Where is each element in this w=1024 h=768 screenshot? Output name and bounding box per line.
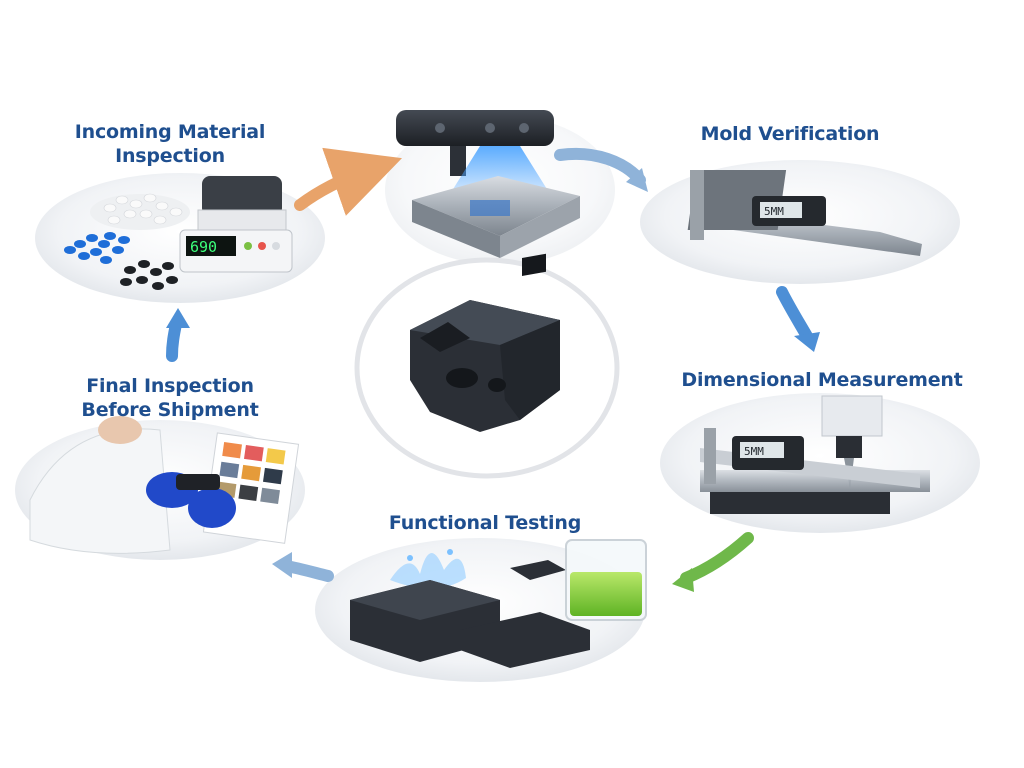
arrow-incoming-to-mold [294,147,403,216]
beaker-icon [565,539,647,621]
caliper-readout-top: 5MM [764,205,784,218]
stage-label-line: Incoming Material [74,121,266,143]
caliper-icon: 5MM [687,170,922,256]
molded-part-icon [410,253,560,432]
scale-icon: 690 [179,176,293,273]
stage-label-line: Mold Verification [700,123,880,145]
arrow-head-incoming [166,308,190,328]
stage-label-line: Functional Testing [388,512,582,534]
scale-readout: 690 [190,238,217,256]
arrow-head-functional [672,568,694,592]
pellets-icon [64,193,190,290]
stage-label-mold-verification: Mold Verification [680,122,900,146]
arrow-head-final [272,552,292,578]
arrow-head-mold [626,168,648,192]
stage-label-line: Dimensional Measurement [681,369,963,391]
stage-label-incoming-material-inspection: Incoming Material Inspection [60,120,280,168]
arrow-functional-to-final [280,560,334,582]
arrow-dimensional-to-functional [680,532,754,584]
gloved-hands-icon [146,472,236,528]
caliper-icon-2: 5MM [700,428,920,488]
inspector-icon [29,416,171,554]
stage-label-final-inspection: Final Inspection Before Shipment [55,374,285,422]
arrow-verification-to-dimensional [776,286,814,344]
arrow-head-dimensional [794,332,820,352]
caliper-readout-bottom: 5MM [744,445,764,458]
stage-label-dimensional-measurement: Dimensional Measurement [672,368,972,392]
stage-label-line: Before Shipment [81,399,259,421]
stage-label-line: Inspection [115,145,225,167]
stage-label-line: Final Inspection [86,375,254,397]
water-splash-icon [390,549,466,589]
molded-parts-icon [350,560,590,668]
scanner-icon [396,110,580,258]
arrow-final-to-incoming [166,318,182,362]
stage-label-functional-testing: Functional Testing [370,511,600,535]
